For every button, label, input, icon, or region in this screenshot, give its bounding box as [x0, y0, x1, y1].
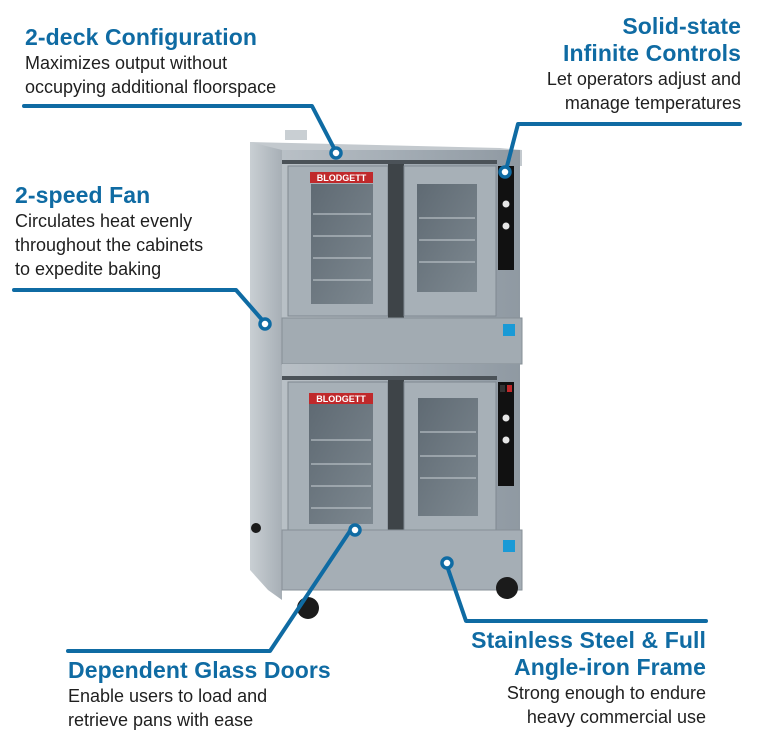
- brand-badge-upper: [310, 172, 373, 183]
- callout-title: Solid-state: [622, 13, 741, 39]
- callout-title: Stainless Steel & Full: [471, 627, 706, 653]
- callout-desc-line: Circulates heat evenly: [15, 211, 193, 231]
- caster-wheels: [251, 523, 518, 619]
- energy-star-icon: [503, 324, 515, 336]
- callout-desc-line: to expedite baking: [15, 259, 162, 279]
- control-panel-upper: [498, 166, 514, 270]
- callout-desc-line: Strong enough to endure: [506, 683, 706, 703]
- upper-deck: BLODGETT: [281, 150, 523, 365]
- brand-badge-text: BLODGETT: [316, 394, 366, 404]
- callout-lines: [12, 104, 742, 653]
- callout-desc-line: throughout the cabinets: [15, 235, 204, 255]
- callout-title: 2-speed Fan: [15, 182, 151, 208]
- callout-desc-line: Enable users to load and: [68, 686, 268, 706]
- callout-dots: [258, 146, 512, 570]
- callout-title: Angle-iron Frame: [513, 654, 706, 680]
- callout-desc-line: Let operators adjust and: [546, 69, 741, 89]
- callout-title: Infinite Controls: [562, 40, 741, 66]
- callout-title: Dependent Glass Doors: [68, 657, 331, 683]
- callout-2-deck-configuration: 2-deck Configuration Maximizes output wi…: [25, 24, 276, 99]
- callout-2-speed-fan: 2-speed Fan Circulates heat evenly throu…: [15, 182, 203, 281]
- energy-star-icon: [503, 540, 515, 552]
- callout-desc-line: manage temperatures: [564, 93, 741, 113]
- oven-side-panel: [250, 142, 282, 600]
- callout-stainless-steel-frame: Stainless Steel & Full Angle-iron Frame …: [471, 627, 706, 729]
- callout-infinite-controls: Solid-state Infinite Controls Let operat…: [547, 13, 741, 115]
- brand-badge-text: BLODGETT: [317, 173, 367, 183]
- callout-desc-line: Maximizes output without: [25, 53, 228, 73]
- callout-desc-line: retrieve pans with ease: [68, 710, 254, 730]
- callout-desc-line: occupying additional floorspace: [25, 77, 277, 97]
- control-panel-lower: [498, 382, 514, 486]
- callout-dependent-glass-doors: Dependent Glass Doors Enable users to lo…: [68, 657, 331, 732]
- callout-title: 2-deck Configuration: [25, 24, 258, 50]
- callout-desc-line: heavy commercial use: [526, 707, 706, 727]
- lower-deck: BLODGETT: [281, 364, 523, 591]
- brand-badge-lower: [309, 393, 373, 404]
